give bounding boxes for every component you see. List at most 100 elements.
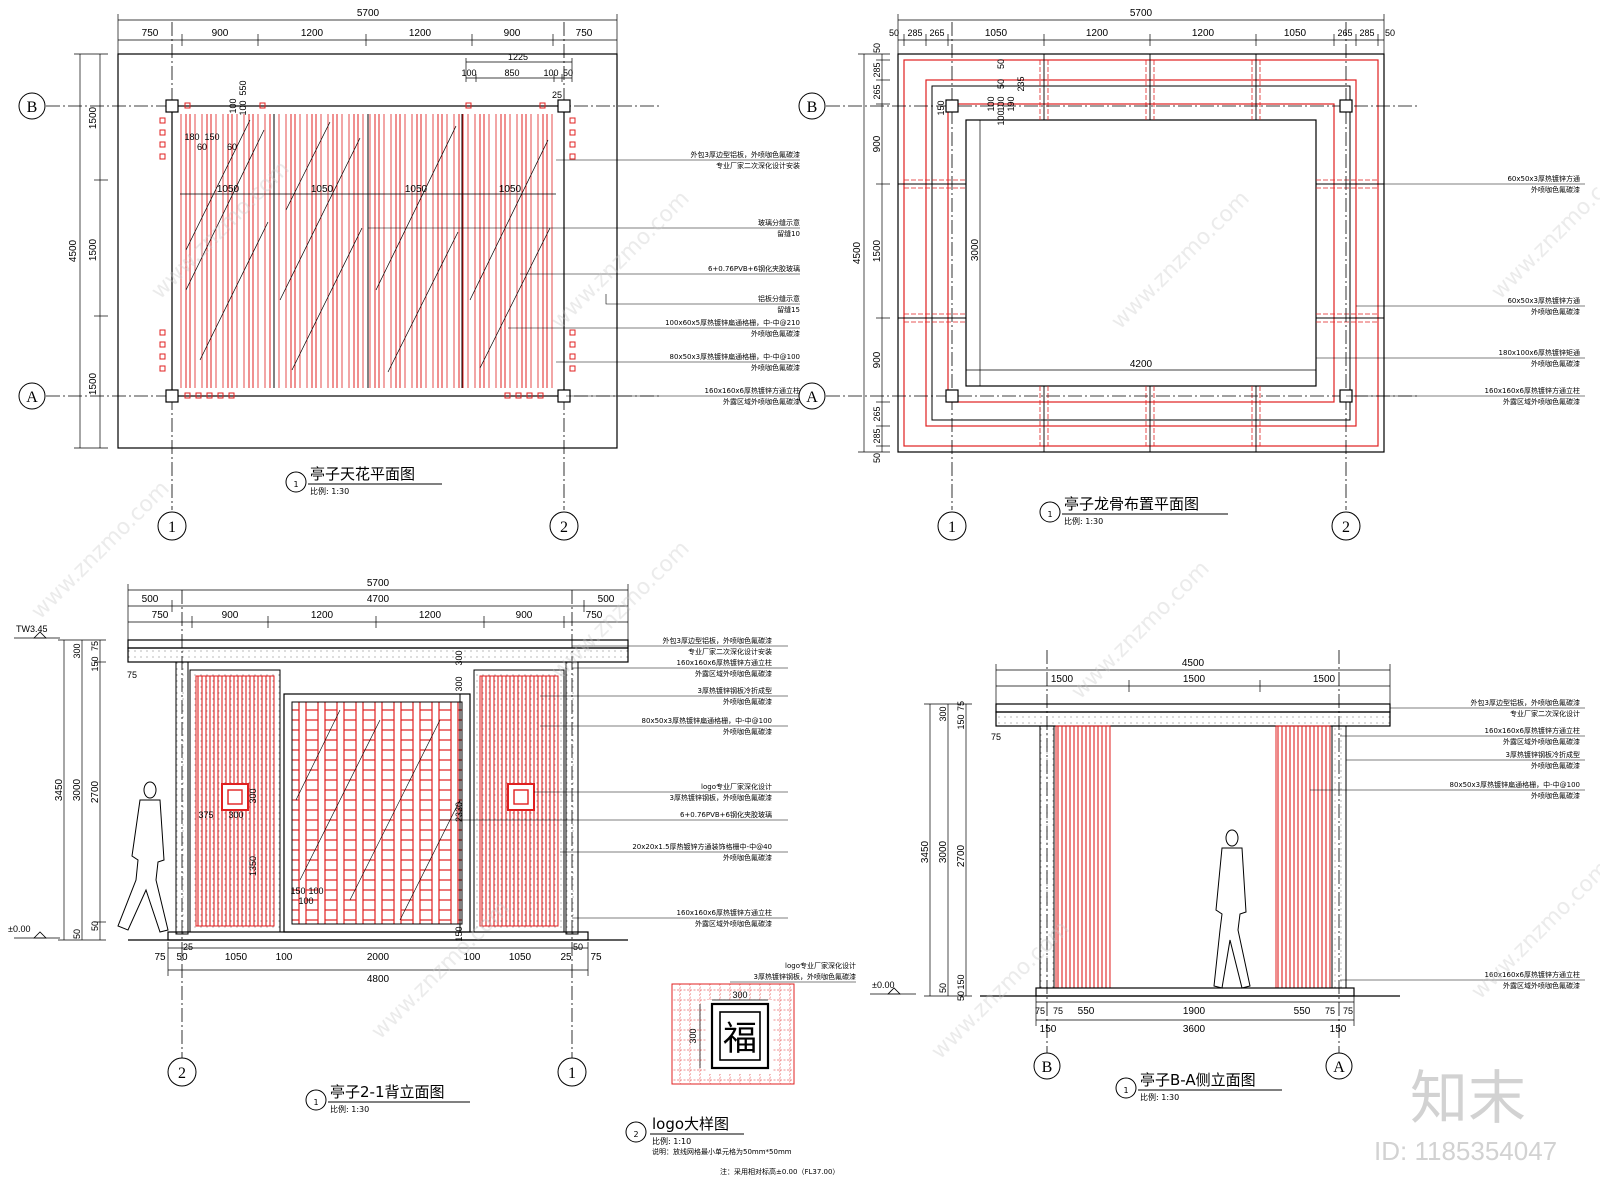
svg-text:1200: 1200 [301, 28, 324, 39]
svg-text:500: 500 [142, 594, 159, 605]
keel-grid-1: 1 [948, 519, 956, 536]
svg-text:80x50x3厚热镀锌扁通格栅，中-中@100: 80x50x3厚热镀锌扁通格栅，中-中@100 [1450, 780, 1580, 789]
logo-title: logo大样图 [652, 1115, 729, 1133]
svg-text:50: 50 [996, 59, 1006, 69]
svg-text:铝板分缝示意: 铝板分缝示意 [758, 294, 800, 303]
svg-text:150: 150 [1330, 1024, 1347, 1035]
svg-text:750: 750 [152, 610, 169, 621]
svg-text:75: 75 [154, 952, 166, 963]
svg-text:专业厂家二次深化设计安装: 专业厂家二次深化设计安装 [716, 161, 800, 170]
svg-text:www.znzmo.com: www.znzmo.com [927, 916, 1075, 1064]
ceiling-grid-b: B [27, 99, 38, 116]
svg-text:60: 60 [197, 142, 207, 152]
svg-text:1900: 1900 [1183, 1006, 1206, 1017]
svg-text:300: 300 [228, 810, 243, 820]
svg-text:1200: 1200 [409, 28, 432, 39]
svg-text:50: 50 [176, 952, 188, 963]
svg-text:3600: 3600 [1183, 1024, 1206, 1035]
keel-plan: 5700 50 285 265 1050 1200 1200 1050 265 … [798, 8, 1585, 541]
ceiling-notes: 外包3厚边型铝板，外喷咖色氟碳漆 专业厂家二次深化设计安装 玻璃分缝示意 留缝1… [665, 150, 800, 406]
svg-text:100: 100 [276, 952, 293, 963]
svg-text:1050: 1050 [1284, 28, 1307, 39]
logo-title-num: 2 [633, 1130, 638, 1139]
svg-text:100: 100 [238, 100, 248, 115]
svg-text:1050: 1050 [985, 28, 1008, 39]
svg-text:外露区域外喷咖色氟碳漆: 外露区域外喷咖色氟碳漆 [695, 919, 772, 928]
svg-text:6+0.76PVB+6钢化夹胶玻璃: 6+0.76PVB+6钢化夹胶玻璃 [680, 810, 772, 819]
ceiling-grid-a: A [26, 389, 38, 406]
side-scale: 比例: 1:30 [1140, 1092, 1179, 1102]
svg-text:100: 100 [298, 896, 313, 906]
svg-text:25: 25 [552, 90, 562, 100]
svg-text:80x50x3厚热镀锌扁通格栅，中-中@100: 80x50x3厚热镀锌扁通格栅，中-中@100 [670, 352, 800, 361]
svg-text:2000: 2000 [367, 952, 390, 963]
svg-text:1225: 1225 [508, 52, 528, 62]
svg-text:外喷咖色氟碳漆: 外喷咖色氟碳漆 [1531, 761, 1580, 770]
svg-text:160x160x6厚热镀锌方通立柱: 160x160x6厚热镀锌方通立柱 [1485, 726, 1580, 735]
svg-text:75: 75 [1053, 1006, 1063, 1016]
svg-text:1200: 1200 [419, 610, 442, 621]
svg-text:外喷咖色氟碳漆: 外喷咖色氟碳漆 [751, 329, 800, 338]
svg-text:265: 265 [872, 84, 882, 99]
svg-text:50: 50 [889, 28, 899, 38]
svg-text:外包3厚边型铝板，外喷咖色氟碳漆: 外包3厚边型铝板，外喷咖色氟碳漆 [1471, 698, 1580, 707]
svg-text:80x50x3厚热镀锌扁通格栅，中-中@100: 80x50x3厚热镀锌扁通格栅，中-中@100 [642, 716, 772, 725]
back-dim-bottom-total: 4800 [367, 974, 390, 985]
svg-text:100: 100 [308, 886, 323, 896]
svg-text:3000: 3000 [970, 238, 981, 261]
svg-text:285: 285 [1359, 28, 1374, 38]
svg-text:160x160x6厚热镀锌方通立柱: 160x160x6厚热镀锌方通立柱 [1485, 386, 1580, 395]
svg-text:100x60x5厚热镀锌扁通格栅，中-中@210: 100x60x5厚热镀锌扁通格栅，中-中@210 [665, 318, 800, 327]
back-dims-left: 300 150 75 75 2700 50 50 3450 3000 [54, 641, 137, 939]
svg-text:1500: 1500 [1183, 674, 1206, 685]
svg-text:2700: 2700 [90, 780, 101, 803]
svg-text:150: 150 [1040, 1024, 1057, 1035]
back-title-num: 1 [313, 1098, 318, 1107]
logo-detail: 福 300 300 logo专业厂家深化设计 3厚热镀锌钢板，外喷咖色氟碳漆 2… [625, 961, 856, 1176]
svg-text:300: 300 [454, 676, 464, 691]
logo-desc: 说明：放线网格最小单元格为50mm*50mm [652, 1147, 792, 1156]
ceiling-dims-inner: 1050 1050 1050 1050 [217, 184, 522, 195]
side-elevation: 4500 1500 1500 1500 75 75 550 1900 550 7… [870, 650, 1585, 1102]
svg-text:50: 50 [563, 68, 573, 78]
svg-text:1500: 1500 [872, 239, 883, 262]
svg-text:玻璃分缝示意: 玻璃分缝示意 [758, 218, 800, 227]
svg-text:1500: 1500 [88, 106, 99, 129]
keel-dims-inner: 3000 4200 50 50 100 100 100 190 235 150 [936, 59, 1153, 370]
svg-text:300: 300 [454, 650, 464, 665]
svg-text:1500: 1500 [1051, 674, 1074, 685]
svg-text:285: 285 [907, 28, 922, 38]
svg-text:1200: 1200 [1192, 28, 1215, 39]
back-notes: 外包3厚边型铝板，外喷咖色氟碳漆 专业厂家二次深化设计安装 160x160x6厚… [632, 636, 772, 928]
svg-text:1500: 1500 [1313, 674, 1336, 685]
svg-text:外喷咖色氟碳漆: 外喷咖色氟碳漆 [751, 363, 800, 372]
side-grid-a: A [1333, 1059, 1345, 1076]
side-title: 亭子B-A侧立面图 [1140, 1071, 1256, 1089]
svg-text:50: 50 [72, 929, 82, 939]
svg-text:75: 75 [1035, 1006, 1045, 1016]
svg-text:2700: 2700 [956, 844, 967, 867]
svg-text:75: 75 [590, 952, 602, 963]
side-dims-bottom2: 150 3600 150 [1040, 1024, 1347, 1035]
svg-text:300: 300 [72, 643, 82, 658]
ceiling-dims-top: 750 900 1200 1200 900 750 [142, 28, 593, 39]
svg-text:4200: 4200 [1130, 359, 1153, 370]
svg-text:75: 75 [956, 701, 966, 711]
ceiling-scale: 比例: 1:30 [310, 486, 349, 496]
svg-text:550: 550 [238, 80, 248, 95]
ceiling-grid-2: 2 [560, 519, 568, 536]
svg-text:外喷咖色氟碳漆: 外喷咖色氟碳漆 [1531, 359, 1580, 368]
svg-text:100: 100 [986, 96, 996, 111]
svg-text:留缝10: 留缝10 [777, 229, 800, 238]
svg-text:75: 75 [1325, 1006, 1335, 1016]
svg-text:180: 180 [184, 132, 199, 142]
keel-dim-left-total: 4500 [852, 241, 863, 264]
back-dims-bottom: 75 50 1050 100 2000 100 1050 25 75 25 50 [154, 942, 602, 963]
svg-text:外喷咖色氟碳漆: 外喷咖色氟碳漆 [1531, 185, 1580, 194]
svg-text:www.znzmo.com: www.znzmo.com [547, 186, 695, 334]
ceiling-glass-hatch [185, 119, 551, 373]
svg-text:160x160x6厚热镀锌方通立柱: 160x160x6厚热镀锌方通立柱 [677, 908, 772, 917]
svg-text:外包3厚边型铝板，外喷咖色氟碳漆: 外包3厚边型铝板，外喷咖色氟碳漆 [663, 636, 772, 645]
svg-text:900: 900 [872, 351, 883, 368]
